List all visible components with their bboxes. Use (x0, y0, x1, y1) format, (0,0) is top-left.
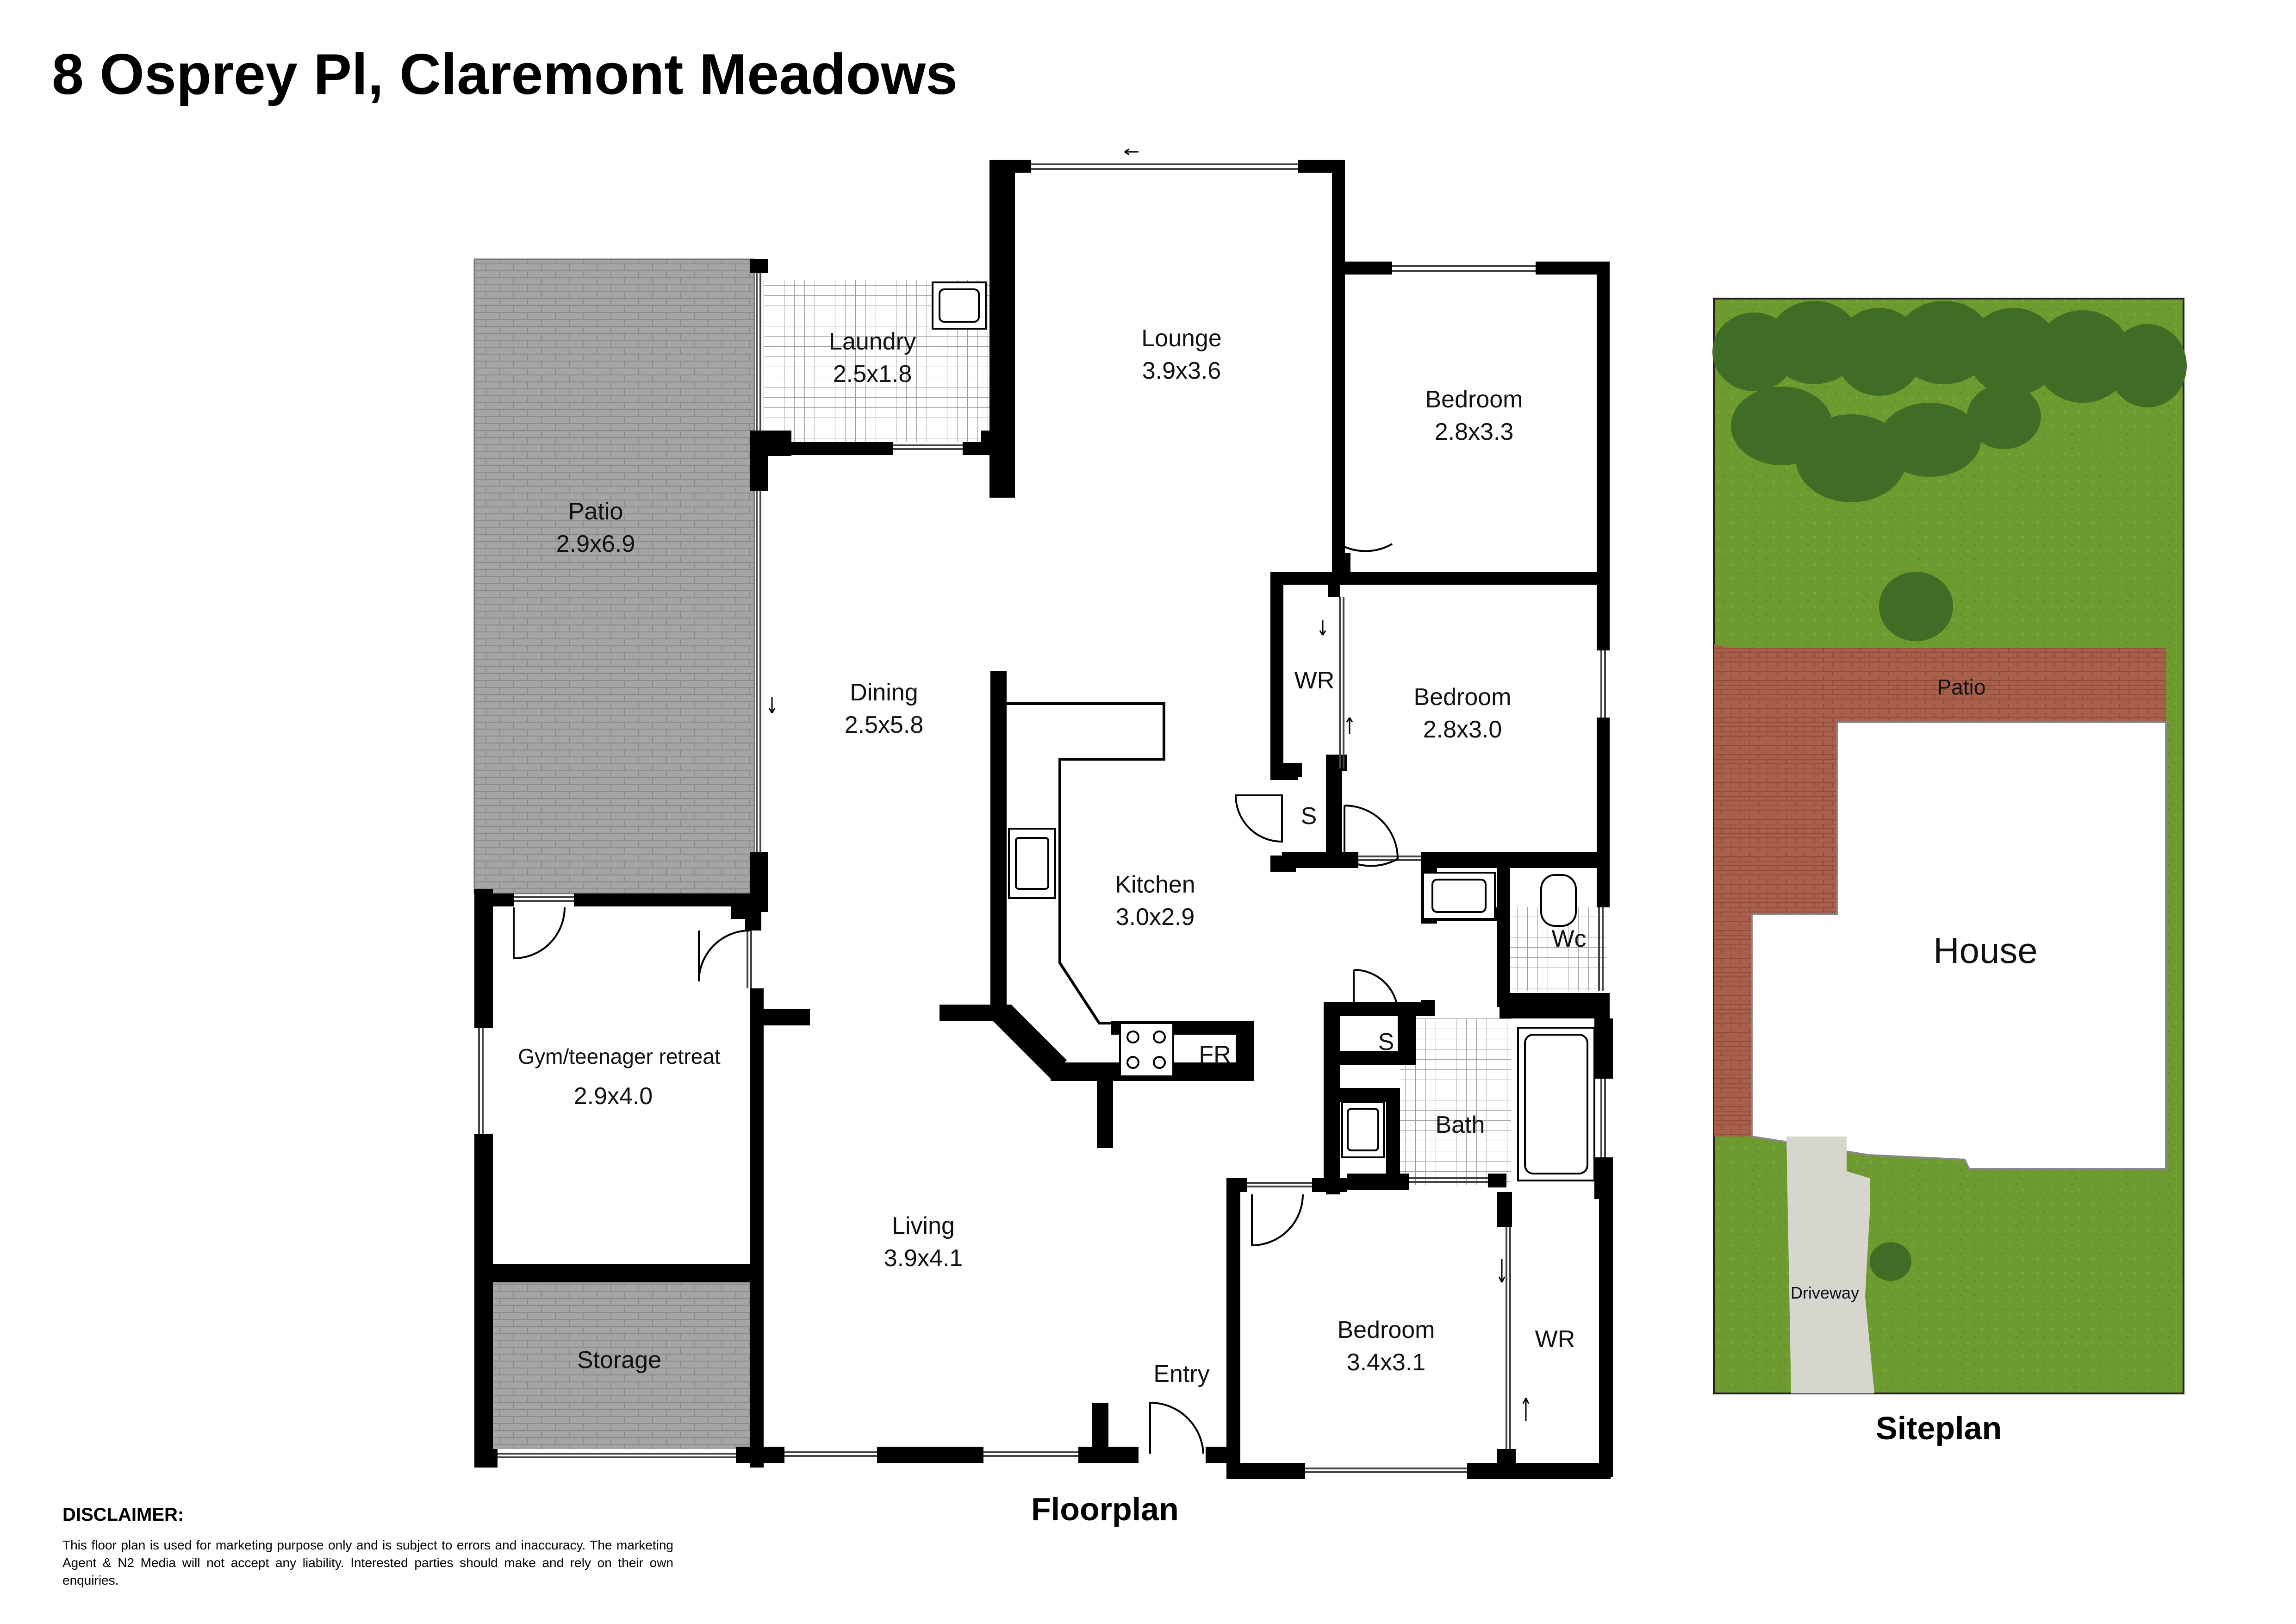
disclaimer: DISCLAIMER: This floor plan is used for … (62, 1505, 673, 1589)
slider-arrows (768, 148, 1530, 1421)
toilet-icon (1540, 874, 1577, 927)
bedroom3-dims: 3.4x3.1 (1347, 1349, 1426, 1376)
disclaimer-text: This floor plan is used for marketing pu… (62, 1538, 673, 1587)
site-patio-label: Patio (1937, 675, 1986, 699)
cooktop-icon (1119, 1022, 1174, 1077)
storage-floor (493, 1282, 757, 1449)
laundry-label: Laundry (829, 328, 916, 355)
page-title: 8 Osprey Pl, Claremont Meadows (52, 43, 958, 106)
living-label: Living (892, 1212, 955, 1239)
bedroom1-label: Bedroom (1425, 386, 1523, 413)
site-driveway-label: Driveway (1791, 1283, 1859, 1302)
floorplan-caption: Floorplan (1031, 1491, 1179, 1527)
bath-label: Bath (1436, 1112, 1485, 1138)
wr-bottom-label: WR (1535, 1326, 1575, 1353)
siteplan-caption: Siteplan (1876, 1410, 2002, 1446)
dining-label: Dining (850, 679, 918, 706)
patio-label: Patio (568, 498, 623, 525)
linen-s2-label: S (1378, 1029, 1394, 1056)
laundry-dims: 2.5x1.8 (833, 361, 912, 387)
patio-floor (473, 258, 755, 894)
entry-label: Entry (1153, 1361, 1209, 1387)
storage-label: Storage (577, 1347, 661, 1374)
bedroom2-label: Bedroom (1414, 684, 1512, 711)
kitchen-bench (1007, 702, 1236, 1024)
linen-s1-label: S (1301, 803, 1317, 830)
disclaimer-title: DISCLAIMER: (62, 1505, 184, 1525)
gym-dims: 2.9x4.0 (574, 1083, 653, 1110)
site-house-label: House (1933, 930, 2037, 971)
wr-top-label: WR (1294, 667, 1335, 694)
lounge-dims: 3.9x3.6 (1142, 357, 1221, 384)
lounge-label: Lounge (1141, 325, 1222, 352)
bedroom2-dims: 2.8x3.0 (1423, 716, 1502, 743)
bath-floor (1400, 1018, 1511, 1185)
siteplan: Patio House Driveway (1712, 298, 2187, 1394)
site-patio (1714, 643, 2166, 1137)
kitchen-label: Kitchen (1115, 871, 1195, 898)
living-dims: 3.9x4.1 (884, 1245, 963, 1272)
gym-label: Gym/teenager retreat (518, 1044, 720, 1068)
patio-dims: 2.9x6.9 (556, 531, 635, 557)
tree-canopy (1712, 301, 2187, 1281)
kitchen-dims: 3.0x2.9 (1116, 904, 1195, 931)
site-house (1751, 721, 2167, 1170)
bedroom1-dims: 2.8x3.3 (1435, 418, 1514, 445)
fixtures (932, 281, 1595, 1181)
doors (513, 491, 1399, 1454)
dining-dims: 2.5x5.8 (845, 712, 924, 738)
wc-label: Wc (1551, 925, 1586, 952)
bedroom3-label: Bedroom (1338, 1317, 1435, 1343)
site-driveway (1786, 1137, 1874, 1393)
fridge-label: FR (1199, 1041, 1231, 1068)
windows (478, 163, 1606, 1473)
